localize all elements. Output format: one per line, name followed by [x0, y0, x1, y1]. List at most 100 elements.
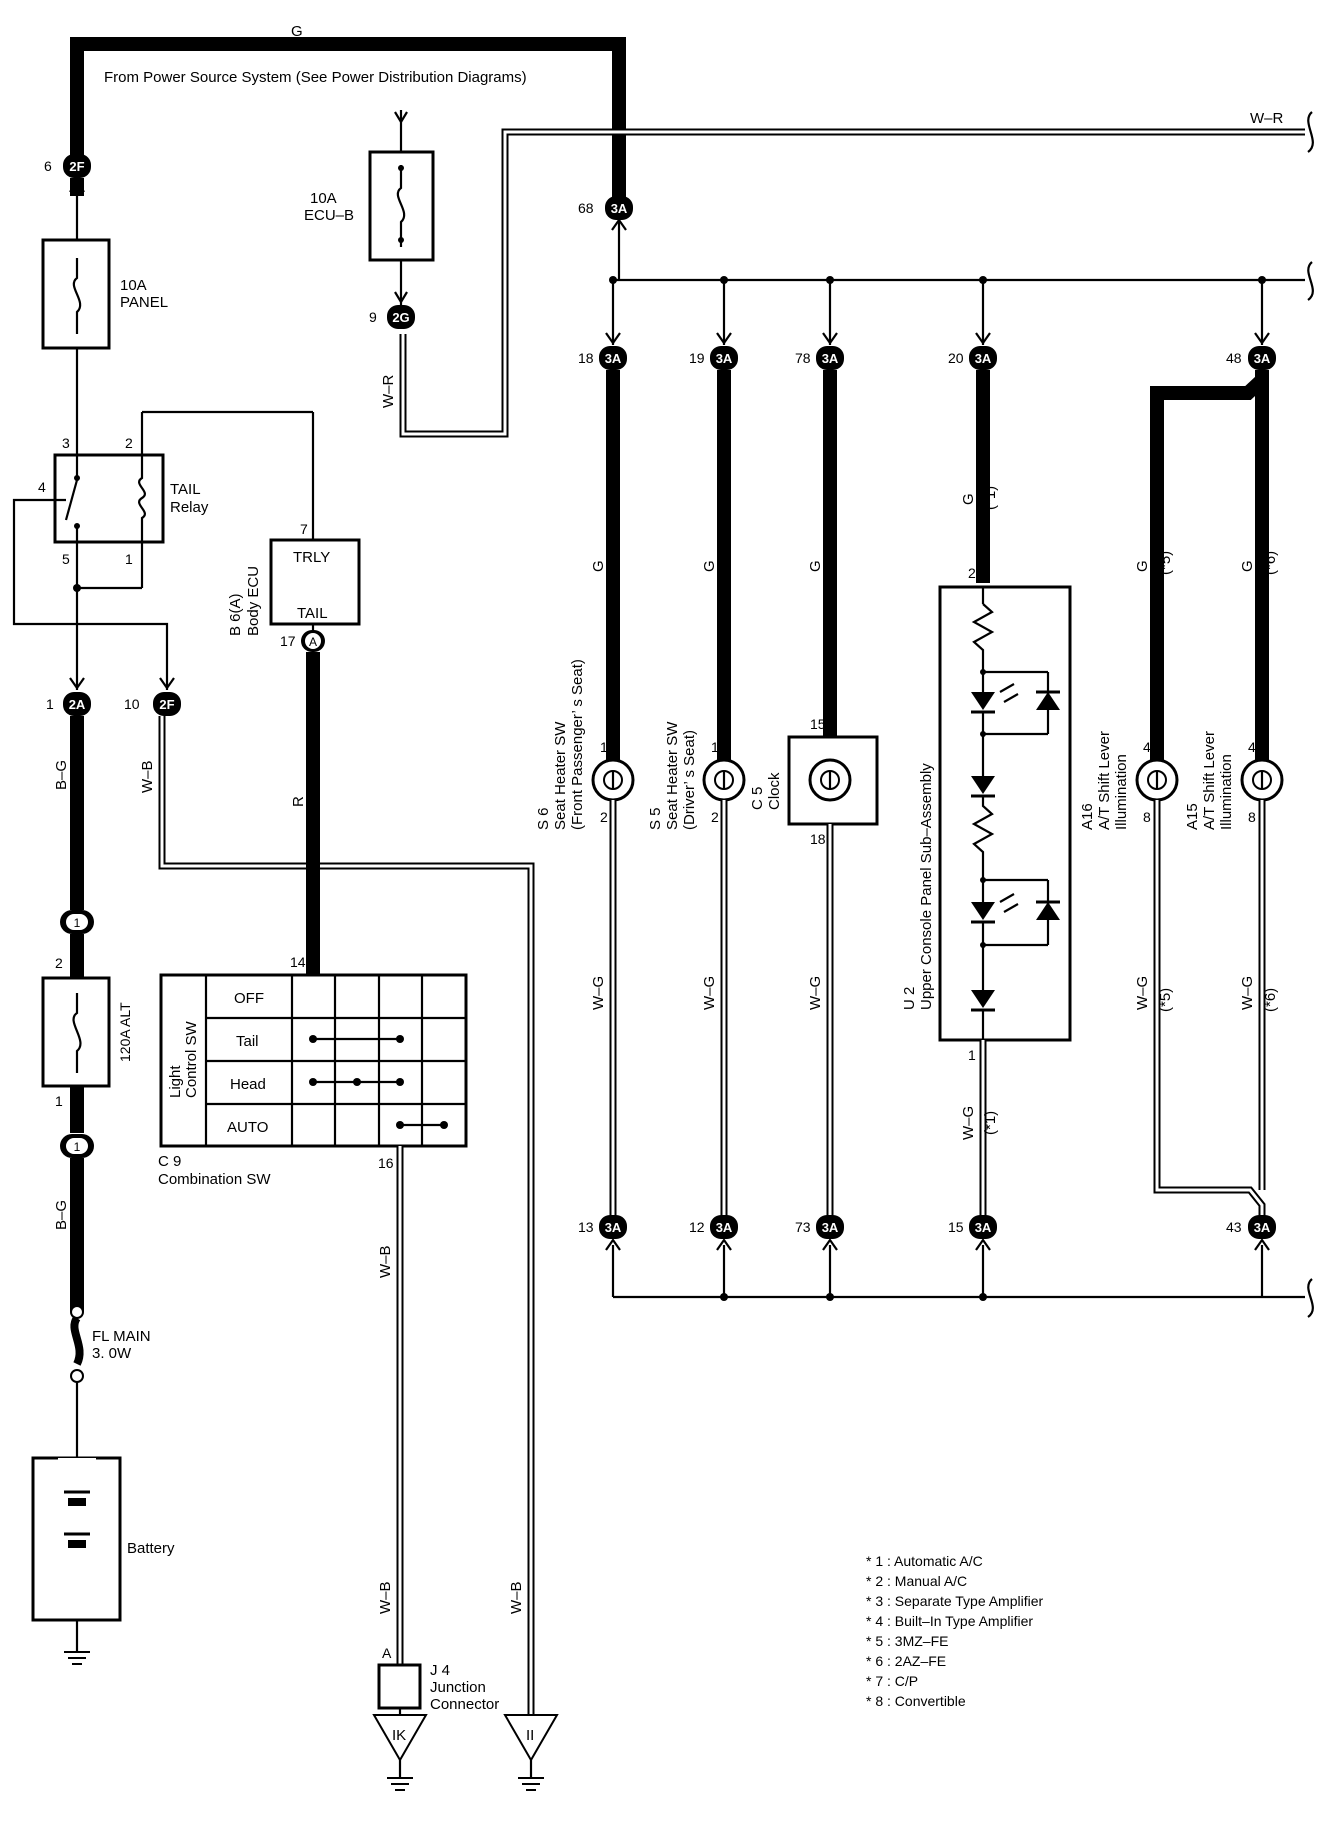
- wire-color-g-s5: G: [701, 560, 718, 572]
- zener-diode-icon: [1036, 902, 1060, 920]
- relay-pin-1: 1: [125, 551, 133, 567]
- connector-2g: 2G 9: [369, 305, 415, 329]
- connector-pin: 1: [46, 696, 54, 712]
- connector-row-upper: 3A 18 3A 19 3A 78 3A 20 3A 48: [578, 346, 1276, 370]
- wire-color-w-b-c: W–B: [377, 1245, 394, 1278]
- inline-connector-label: 1: [74, 916, 81, 930]
- ground-point-ii: [503, 1714, 559, 1762]
- svg-text:48: 48: [1226, 350, 1242, 366]
- fuse-icon: [72, 993, 82, 1073]
- w-r-wire: W–R W–R: [380, 110, 1314, 438]
- connector-pin: 9: [369, 309, 377, 325]
- c5-pin-top: 15: [810, 716, 826, 732]
- note-1: * 1 : Automatic A/C: [866, 1553, 983, 1569]
- wire-color-r: R: [290, 796, 307, 807]
- ground-ik-label: IK: [392, 1727, 406, 1744]
- fuse-icon: [72, 258, 82, 334]
- s5-name-2: (Driver’ s Seat): [681, 730, 698, 830]
- svg-text:3A: 3A: [716, 1220, 733, 1235]
- svg-text:3A: 3A: [1254, 351, 1271, 366]
- connector-pin: 10: [124, 696, 140, 712]
- ecu-b-fuse-name: ECU–B: [304, 207, 354, 224]
- a15-note-bottom: (*6): [1262, 988, 1279, 1012]
- power-source-note: From Power Source System (See Power Dist…: [104, 69, 527, 86]
- wire-color-g-a15: G: [1239, 560, 1256, 572]
- column-s6: G 1 2 W–G S 6 Seat Heater SW (Front Pass…: [535, 370, 635, 1220]
- inline-connector-label: 1: [74, 1140, 81, 1154]
- relay-pin-3: 3: [62, 435, 70, 451]
- fuse-icon: [396, 165, 406, 247]
- connector-3a-73: 3A 73: [795, 1215, 844, 1239]
- ecu-b-fuse-rating: 10A: [310, 190, 337, 207]
- panel-fuse-name: PANEL: [120, 294, 168, 311]
- relay-switch-contact: [64, 479, 79, 521]
- arrow-up-icon: [69, 180, 85, 193]
- fl-main-rating: 3. 0W: [92, 1345, 132, 1362]
- ecu-b-fuse-group: 10A ECU–B: [304, 110, 435, 308]
- s6-pin-top: 1: [600, 739, 608, 755]
- connector-code: 3A: [611, 201, 628, 216]
- connector-3a-20: 3A 20: [948, 346, 997, 370]
- sw-row-head: Head: [230, 1076, 266, 1093]
- wire-color-g-u2: G: [960, 493, 977, 505]
- wire-color-g-top: G: [291, 23, 303, 40]
- wire-color-g-a16: G: [1134, 560, 1151, 572]
- connector-2a: 2A 1: [46, 692, 91, 716]
- s5-pin-bottom: 2: [711, 809, 719, 825]
- body-ecu-name: Body ECU: [245, 566, 262, 636]
- sw-pin-16: 16: [378, 1155, 394, 1171]
- connector-3a-68: 3A 68: [578, 196, 633, 220]
- svg-text:3A: 3A: [975, 1220, 992, 1235]
- note-2: * 2 : Manual A/C: [866, 1573, 967, 1589]
- body-ecu: TRLY TAIL 7 17 B 6(A) Body ECU R: [227, 521, 361, 975]
- wire-color-w-b-b: W–B: [508, 1581, 525, 1614]
- s6-name-2: (Front Passenger’ s Seat): [569, 659, 586, 830]
- wire-color-w-b-d: W–B: [377, 1581, 394, 1614]
- wire-color-g-s6: G: [590, 560, 607, 572]
- column-u2: G (*1) 2 1: [901, 370, 1072, 1220]
- wire-color-w-g-s5: W–G: [701, 976, 718, 1010]
- zener-diode-icon: [1036, 692, 1060, 710]
- connector-code: 2G: [392, 310, 409, 325]
- s5-pin-top: 1: [711, 739, 719, 755]
- svg-text:3A: 3A: [1254, 1220, 1271, 1235]
- svg-text:15: 15: [948, 1219, 964, 1235]
- notes-legend: * 1 : Automatic A/C * 2 : Manual A/C * 3…: [866, 1553, 1044, 1709]
- svg-text:3A: 3A: [822, 1220, 839, 1235]
- led-icon: [971, 902, 995, 920]
- connector-code: 2F: [69, 159, 84, 174]
- connector-3a-19: 3A 19: [689, 346, 738, 370]
- u2-pin-top: 2: [968, 565, 976, 581]
- c5-name: Clock: [766, 772, 783, 810]
- a15-code: A15: [1184, 803, 1201, 830]
- battery: [31, 1456, 122, 1622]
- u2-code: U 2: [901, 987, 918, 1010]
- body-ecu-code: B 6(A): [227, 593, 244, 636]
- svg-text:3A: 3A: [716, 351, 733, 366]
- upper-bus: [609, 218, 1314, 301]
- connector-ecu-17a: B 6(A) A: [301, 630, 325, 652]
- s5-name-1: Seat Heater SW: [664, 721, 681, 830]
- a16-code: A16: [1079, 803, 1096, 830]
- relay-pin-5: 5: [62, 551, 70, 567]
- a15-name-2: Illumination: [1218, 754, 1235, 830]
- continuation-break-icon: [1307, 111, 1314, 153]
- ground-ii-label: II: [526, 1727, 534, 1744]
- svg-text:3A: 3A: [975, 351, 992, 366]
- a15-pin-bottom: 8: [1248, 809, 1256, 825]
- diode-icon: [971, 776, 995, 794]
- u2-note-bottom: (*1): [982, 1111, 999, 1135]
- connector-3a-15: 3A 15: [948, 1215, 997, 1239]
- connector-3a-12: 3A 12: [689, 1215, 738, 1239]
- ground-icon: [518, 1777, 544, 1791]
- u2-pin-bottom: 1: [968, 1047, 976, 1063]
- left-column: 10A PANEL 3 2 4 5 1 TAIL Relay B–G 12: [12, 178, 315, 1665]
- a16-name-1: A/T Shift Lever: [1096, 731, 1113, 830]
- alt-pin-top: 2: [55, 955, 63, 971]
- u2-name: Upper Console Panel Sub–Assembly: [918, 763, 935, 1010]
- connector-3a-43: 3A 43: [1226, 1215, 1276, 1239]
- arrow-down-icon: [394, 111, 408, 125]
- sw-pin-14: 14: [290, 954, 306, 970]
- arrow-down-icon: [159, 677, 175, 690]
- ground-point-ik: [372, 1714, 428, 1762]
